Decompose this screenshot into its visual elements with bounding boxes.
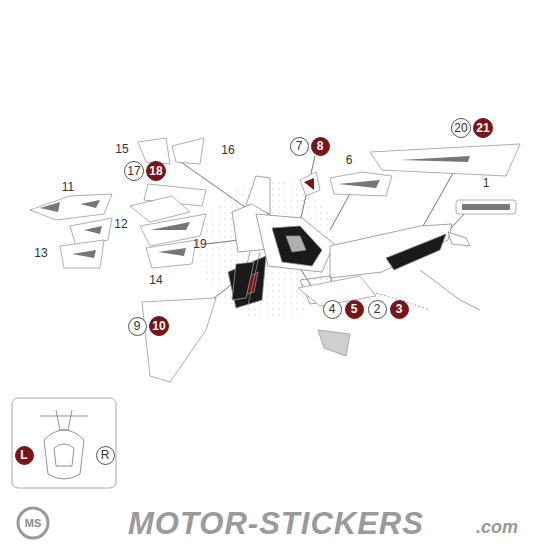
- callout-circle: R: [96, 446, 115, 465]
- callout-number: R: [101, 449, 110, 461]
- callout-number: 18: [149, 165, 162, 177]
- callout-number: 14: [149, 274, 162, 286]
- callout-circle: 8: [311, 137, 330, 156]
- callout-number: 5: [351, 303, 358, 315]
- motorcycle: [228, 176, 480, 310]
- callout-number: 3: [396, 303, 403, 315]
- callout-number: 21: [476, 122, 489, 134]
- sticker-parts: [30, 138, 520, 382]
- callout-number: L: [20, 449, 27, 461]
- callout-circle: 9: [128, 317, 147, 336]
- callout-number: 17: [127, 165, 140, 177]
- leader-lines: [178, 152, 465, 305]
- callout-number: 1: [483, 177, 490, 189]
- callout-number: 7: [296, 140, 303, 152]
- brand-text: MOTOR-STICKERS: [128, 508, 424, 539]
- view-inset: [12, 398, 116, 488]
- callout-circle: 10: [149, 316, 169, 336]
- callout-circle: 7: [290, 137, 309, 156]
- callout-number: 4: [329, 303, 336, 315]
- callout-number: 19: [193, 238, 206, 250]
- brand-text: .com: [476, 518, 518, 536]
- brand-text: MS: [25, 518, 42, 529]
- callout-number: 9: [134, 320, 141, 332]
- callout-number: 12: [114, 218, 127, 230]
- callout-number: 6: [346, 154, 353, 166]
- callout-circle: 5: [345, 300, 364, 319]
- brand-logo-ring: [18, 508, 48, 538]
- callout-circle: 18: [146, 161, 166, 181]
- callout-circle: 2: [368, 300, 387, 319]
- callout-circle: 20: [451, 118, 471, 138]
- callout-number: 10: [152, 320, 165, 332]
- callout-number: 13: [34, 247, 47, 259]
- callout-number: 11: [62, 181, 74, 193]
- callout-circle: 17: [124, 161, 144, 181]
- callout-circle: 4: [323, 300, 342, 319]
- callout-number: 15: [115, 143, 128, 155]
- callout-circle: 21: [473, 118, 493, 138]
- callout-number: 16: [221, 144, 234, 156]
- callout-number: 8: [317, 140, 324, 152]
- callout-circle: 3: [390, 300, 409, 319]
- callout-number: 20: [454, 122, 467, 134]
- callout-circle: L: [15, 446, 34, 465]
- sticker-marks: [40, 156, 510, 258]
- callout-number: 2: [374, 303, 381, 315]
